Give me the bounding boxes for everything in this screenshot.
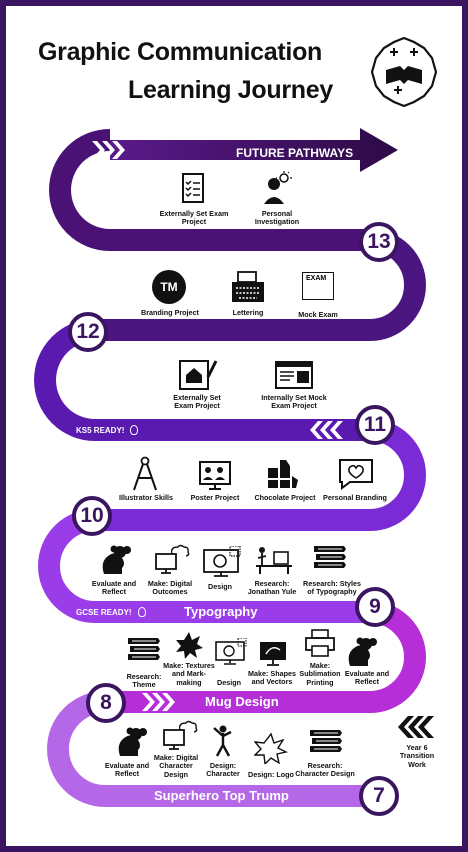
banner-typography: Typography (184, 604, 258, 619)
row6-item-4-label: Make: Shapes and Vectors (248, 669, 296, 687)
chevrons-top (92, 141, 125, 159)
checklist-icon (182, 173, 204, 203)
milestone-13: 13 (359, 222, 399, 262)
row6-item-5-label: Make: Sublimation Printing (299, 661, 341, 687)
road-curve-7 (47, 691, 380, 807)
typewriter-icon (232, 271, 264, 302)
milestone-12: 12 (68, 312, 108, 352)
chevrons-year6 (398, 716, 434, 738)
chocolate-icon (268, 460, 298, 488)
row1-item-1-label: Externally Set Exam Project (159, 209, 229, 227)
vector-monitor-icon (260, 642, 286, 666)
milestone-9: 9 (355, 587, 395, 627)
road-segment-future (110, 128, 398, 172)
row3-item-1-label: Externally Set Exam Project (173, 393, 221, 411)
row2-item-2-label: Lettering (232, 308, 264, 317)
row4-item-4-label: Personal Branding (323, 493, 387, 502)
splat-icon (176, 632, 203, 659)
desk-icon (256, 547, 292, 574)
medal-icon (130, 425, 138, 435)
row4-item-3-label: Chocolate Project (254, 493, 316, 502)
design-screen-icon (215, 638, 247, 665)
year-6-transition-label: Year 6 Transition Work (399, 743, 435, 769)
exam-icon: EXAM (302, 272, 334, 300)
milestone-11: 11 (355, 405, 395, 445)
row2-item-3-label: Mock Exam (298, 310, 338, 319)
books-icon (314, 546, 346, 568)
cloud-monitor-icon (163, 720, 198, 750)
compass-icon (133, 456, 157, 491)
chevrons-mug (142, 693, 175, 711)
starburst-icon (254, 732, 288, 764)
thinking-head-icon (348, 637, 377, 666)
row5-item-3-label: Design (208, 582, 232, 591)
banner-superhero-top-trump: Superhero Top Trump (154, 788, 289, 803)
row5-item-4-label: Research: Jonathan Yule (247, 579, 297, 597)
book-logo-icon (370, 36, 438, 108)
row5-item-1-label: Evaluate and Reflect (91, 579, 137, 597)
row4-item-1-label: Illustrator Skills (119, 493, 173, 502)
row6-item-3-label: Design (217, 678, 241, 687)
books-icon (128, 638, 160, 660)
thinking-head-icon (102, 545, 131, 574)
cloud-monitor-icon (155, 544, 190, 574)
milestone-7: 7 (359, 776, 399, 816)
tag-ks5-ready: KS5 READY! (76, 426, 125, 435)
row1-item-2-label: Personal Investigation (254, 209, 300, 227)
road-curve-1 (49, 129, 380, 251)
row4-item-2-label: Poster Project (190, 493, 240, 502)
hero-figure-icon (213, 725, 232, 757)
person-idea-icon (264, 171, 292, 204)
banner-mug-design: Mug Design (205, 694, 279, 709)
chevrons-ks5 (310, 421, 343, 439)
trademark-icon: TM (152, 270, 186, 304)
row6-item-1-label: Research: Theme (126, 672, 162, 690)
row2-item-1-label: Branding Project (141, 308, 199, 317)
title-line-1: Graphic Communication (38, 38, 323, 66)
medal-icon (138, 607, 146, 617)
row7-item-2-label: Make: Digital Character Design (153, 753, 199, 779)
milestone-10: 10 (72, 496, 112, 536)
heart-message-icon (339, 459, 373, 490)
row5-item-5-label: Research: Styles of Typography (303, 579, 361, 597)
row7-item-4-label: Design: Logo (248, 770, 294, 779)
row7-item-3-label: Design: Character (206, 761, 240, 779)
banner-future-pathways: FUTURE PATHWAYS (236, 146, 354, 160)
thinking-head-icon (118, 727, 147, 756)
browser-window-icon (275, 361, 313, 389)
row5-item-2-label: Make: Digital Outcomes (147, 579, 193, 597)
poster-icon (199, 461, 231, 490)
books-icon (310, 730, 342, 752)
row3-item-2-label: Internally Set Mock Exam Project (261, 393, 327, 411)
house-drawing-icon (179, 360, 218, 390)
tag-gcse-ready: GCSE READY! (76, 608, 132, 617)
title-line-2: Learning Journey (128, 76, 333, 104)
row7-item-1-label: Evaluate and Reflect (104, 761, 150, 779)
design-screen-icon (203, 546, 241, 577)
row6-item-2-label: Make: Textures and Mark-making (163, 661, 215, 687)
row6-item-6-label: Evaluate and Reflect (344, 669, 390, 687)
row7-item-5-label: Research: Character Design (295, 761, 355, 779)
printer-icon (305, 629, 335, 657)
milestone-8: 8 (86, 683, 126, 723)
